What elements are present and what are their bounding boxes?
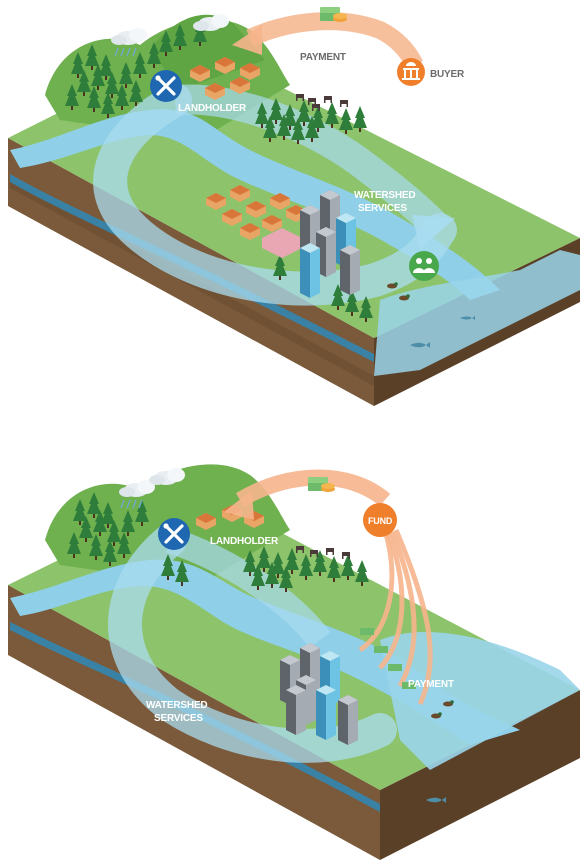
services-flow-arrow [108,523,397,763]
payment-label-bottom: PAYMENT [408,679,454,690]
people-icon [413,258,435,273]
river [10,109,500,300]
rain-cloud [119,468,185,509]
landholder-node-top [150,70,182,102]
soil-side-face [380,690,580,860]
fish [426,797,446,803]
services-arrow-head [412,215,455,250]
pink-building [262,228,302,258]
tools-icon [156,76,176,96]
services-flow-arrow [93,83,457,306]
landholder-label-bottom: LANDHOLDER [210,536,279,547]
rain-cloud [111,14,229,57]
services-label-bottom-2: SERVICES [154,713,203,724]
buyer-label: BUYER [430,69,465,80]
services-label-top-2: SERVICES [358,203,407,214]
bottom-panel: FUND LANDHOLDER PAYMENT WATERSHED SERVIC… [8,464,580,860]
services-label-bottom-1: WATERSHED [146,700,207,711]
buyer-node [397,58,425,86]
payment-money-stacks [360,628,416,689]
fund-label: FUND [368,516,393,526]
payment-label-top: PAYMENT [300,52,346,63]
landholder-label-top: LANDHOLDER [178,103,247,114]
beneficiaries-node [409,251,439,281]
fish [410,342,430,348]
landholder-node-bottom [158,518,190,550]
top-panel: PAYMENT BUYER LANDHOLDER WATERSHED SERVI… [8,7,580,406]
money-stack-icon [320,7,347,22]
tools-icon [164,524,184,544]
capitol-icon [402,62,420,80]
town [206,185,360,298]
services-label-top-1: WATERSHED [354,190,415,201]
payment-arcs [235,469,433,706]
payment-arrow [246,12,424,70]
fund-node [363,503,397,537]
